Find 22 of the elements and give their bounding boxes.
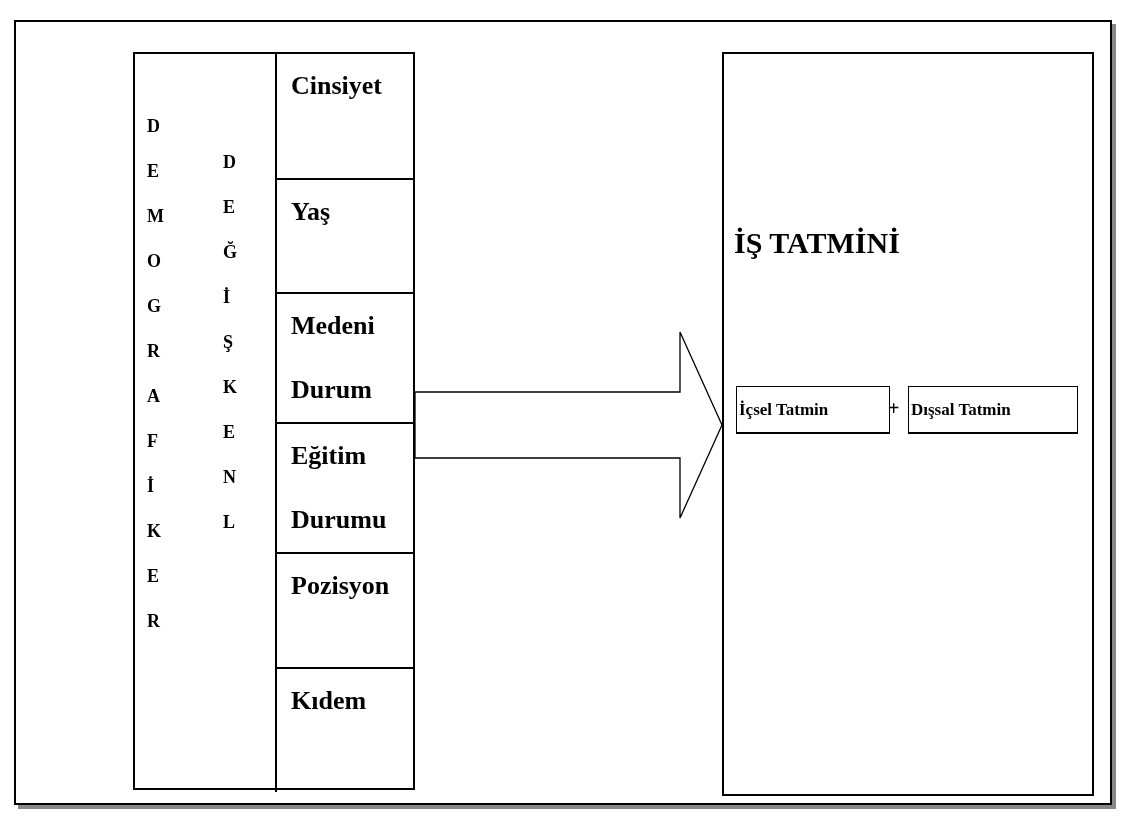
variable-label: Yaş (291, 196, 331, 228)
vertical-heading: DEĞİŞKENL (223, 151, 245, 534)
variable-label: Kıdem (291, 685, 368, 717)
block-arrow (414, 331, 723, 519)
variable-cell (275, 667, 415, 792)
outcome-title: İŞ TATMİNİ (734, 226, 900, 260)
plus-sign: + (888, 397, 900, 420)
vertical-heading: DEMOGRAFİKER (147, 115, 169, 633)
variable-cell (275, 292, 415, 422)
variables-panel (133, 52, 415, 790)
variable-cell (275, 552, 415, 667)
outcome-panel (722, 52, 1094, 796)
variable-cell (275, 422, 415, 552)
variable-label: Medeni Durum (291, 310, 376, 406)
variable-label: Pozisyon (291, 570, 391, 602)
dimension-box (736, 386, 890, 434)
dimension-label: Dışsal Tatmin (911, 399, 1011, 420)
dimension-box (908, 386, 1078, 434)
variable-label: Cinsiyet (291, 70, 383, 102)
variable-cell (275, 178, 415, 292)
variable-label: Eğitim Durumu (291, 440, 388, 536)
dimension-label: İçsel Tatmin (739, 399, 829, 420)
